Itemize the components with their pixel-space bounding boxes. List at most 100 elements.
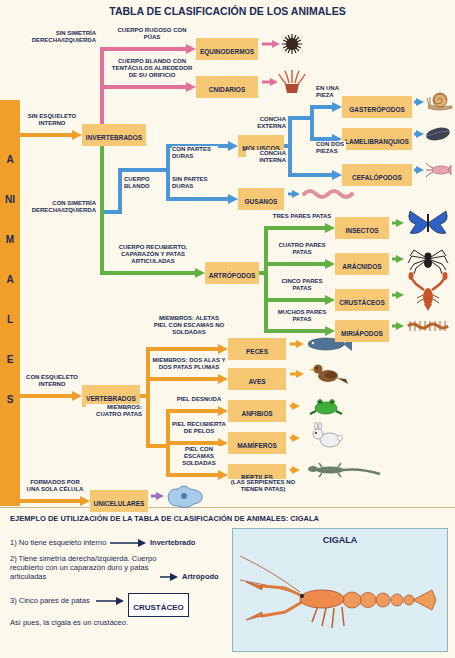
rabbit <box>313 429 323 439</box>
cigala-drawing <box>413 590 436 610</box>
example-arrow <box>96 600 118 602</box>
edge-label-slot: SIN PARTES DURAS <box>172 176 218 190</box>
label-slot: Invertebrado <box>150 538 210 547</box>
edge-label: CON PARTES DURAS <box>172 146 218 160</box>
edge-label-slot: EN UNA PIEZA <box>316 85 342 99</box>
picture-arrow <box>290 405 294 408</box>
class-box: AVES <box>228 368 286 390</box>
edge-label-slot: MUCHOS PARES PATAS <box>272 309 332 323</box>
label-slot: (LAS SERPIENTES NO TIENEN PATAS) <box>228 479 298 493</box>
lizard <box>308 463 380 477</box>
label-slot: CUERPO BLANDO <box>124 176 166 190</box>
section-divider <box>0 507 455 508</box>
branch-criterion: MIEMBROS: CUATRO PATAS <box>86 404 142 418</box>
cigala-drawing <box>300 594 304 598</box>
bird <box>309 365 348 385</box>
rabbit <box>338 436 343 441</box>
picture-arrow <box>288 193 294 196</box>
mussel <box>425 126 451 143</box>
class-box: CEFALÓPODOS <box>342 164 412 186</box>
connector <box>259 264 328 273</box>
frog <box>310 400 342 415</box>
sea-anemone <box>285 84 299 93</box>
bird <box>314 365 323 374</box>
frog <box>319 401 321 403</box>
mussel <box>425 126 451 143</box>
edge-label: CUATRO PARES PATAS <box>272 242 332 256</box>
label-slot: EJEMPLO DE UTILIZACIÓN DE LA TABLA DE CL… <box>10 514 450 523</box>
node-text: CIGALA <box>323 535 358 546</box>
squid <box>426 163 451 177</box>
node-text: ARTRÓPODOS <box>209 272 256 280</box>
connector <box>102 146 231 212</box>
class-box: MAMÍFEROS <box>228 432 286 454</box>
sea-urchin <box>282 34 302 54</box>
cigala-drawing <box>240 556 436 628</box>
label-slot: CONCHA EXTERNA <box>246 116 286 130</box>
node-text: PECES <box>246 348 268 356</box>
edge-label-slot: CUERPO RECUBIERTO, CAPARAZÓN Y PATAS ART… <box>106 244 200 265</box>
lizard <box>343 470 380 475</box>
diagram-title: TABLA DE CLASIFICACIÓN DE LOS ANIMALES <box>109 5 345 18</box>
centipede <box>408 324 448 328</box>
panel-ground <box>232 528 448 652</box>
picture-arrow <box>392 325 398 328</box>
edge-label: SIN PARTES DURAS <box>172 176 218 190</box>
result-box: CRUSTÁCEO <box>128 593 189 617</box>
edge-label: MUCHOS PARES PATAS <box>272 309 332 323</box>
spider <box>424 258 432 268</box>
node-text: GUSANOS <box>245 198 278 206</box>
title-slot: TABLA DE CLASIFICACIÓN DE LOS ANIMALES <box>0 5 455 18</box>
picture-arrow <box>414 133 418 136</box>
edge-label: MIEMBROS: ALETAS PIEL CON ESCAMAS NO SOL… <box>152 315 226 336</box>
class-box: LAMELIBRANQUIOS <box>342 128 412 150</box>
edge-label-slot: SIN ESQUELETO INTERNO <box>23 113 81 127</box>
node-text: ANIMALES <box>5 140 15 420</box>
node-text: INVERTEBRADOS <box>86 134 142 142</box>
picture-arrow <box>151 495 158 498</box>
amoeba <box>168 486 202 508</box>
label-slot: MIEMBROS: CUATRO PATAS <box>86 404 142 418</box>
picture-arrow <box>414 101 418 104</box>
cigala-drawing <box>312 606 344 628</box>
connector <box>20 133 75 137</box>
butterfly <box>409 211 447 234</box>
connector <box>102 146 231 212</box>
edge-label: CONCHA INTERNA <box>246 150 286 164</box>
worm <box>304 191 352 197</box>
sea-urchin <box>286 38 298 50</box>
section-divider <box>0 507 455 508</box>
squid <box>448 165 451 175</box>
mussel <box>427 131 449 136</box>
picture-panel: CIGALA <box>232 528 448 652</box>
example-step: 3) Cinco pares de patas <box>10 596 90 605</box>
edge-label-slot: CON PARTES DURAS <box>172 146 218 160</box>
class-box: ANFIBIOS <box>228 400 286 422</box>
class-box: INSECTOS <box>335 217 389 239</box>
class-box: EQUINODERMOS <box>196 38 258 60</box>
class-box: ARÁCNIDOS <box>335 253 389 275</box>
crayfish <box>424 304 432 311</box>
branch-criterion: CUERPO BLANDO <box>124 176 166 190</box>
label-slot: 1) No tiene esqueleto interno <box>10 538 120 547</box>
node-text: VERTEBRADOS <box>86 395 136 403</box>
picture-arrow <box>290 437 294 440</box>
snail <box>433 93 447 107</box>
edge-label-slot: CUATRO PARES PATAS <box>272 242 332 256</box>
frog <box>331 401 333 403</box>
bird <box>325 372 337 379</box>
node-text: GASTERÓPODOS <box>349 106 405 114</box>
worm <box>304 191 352 197</box>
snail <box>434 94 446 104</box>
picture-arrow <box>290 469 294 472</box>
node-text: INSECTOS <box>345 227 378 235</box>
edge-label-slot: MIEMBROS: DOS ALAS Y DOS PATAS PLUMAS <box>152 357 226 371</box>
example-result: Invertebrado <box>150 538 195 547</box>
crayfish <box>423 288 433 306</box>
node-text: CRUSTÁCEOS <box>339 299 385 307</box>
class-box: CRUSTÁCEOS <box>335 289 389 311</box>
frog <box>330 400 335 405</box>
example-step: 2) Tiene simetría derecha/izquierda. Cue… <box>10 554 160 581</box>
snail <box>427 93 452 110</box>
picture-arrow <box>392 258 398 261</box>
